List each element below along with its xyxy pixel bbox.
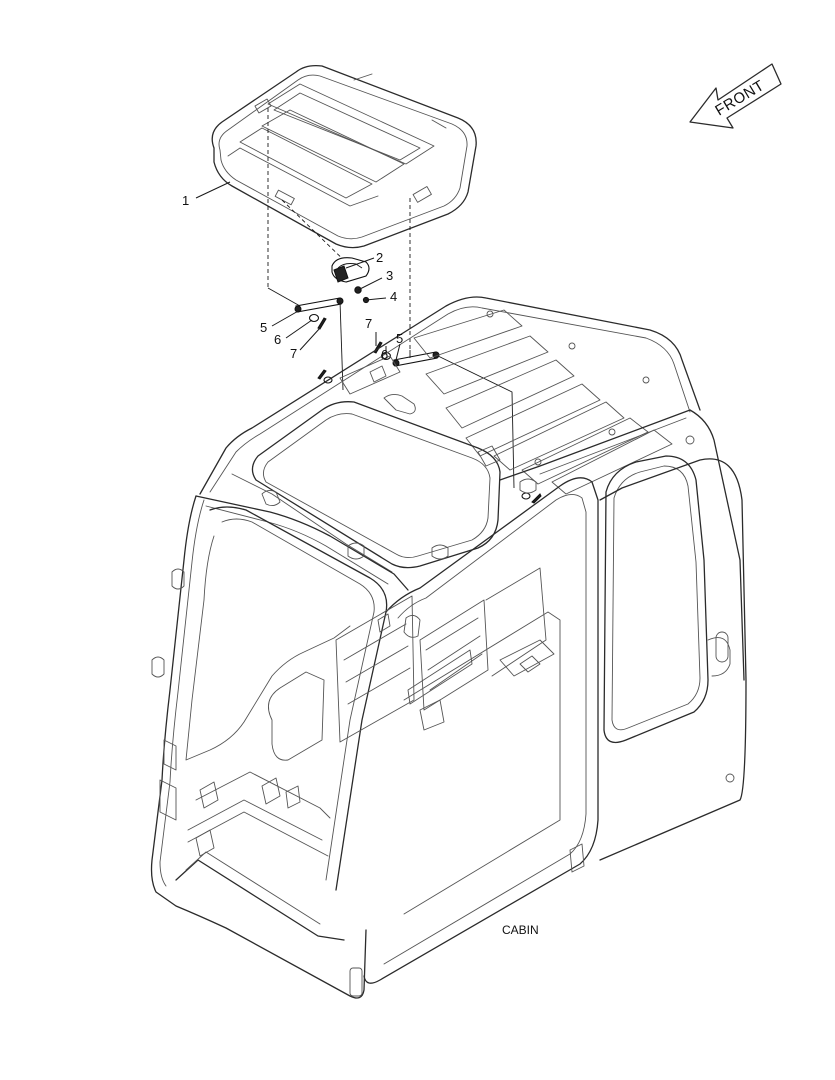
washers-and-pins (308, 313, 542, 504)
callout-1: 1 (182, 193, 189, 208)
callout-6-right: 6 (381, 347, 388, 362)
callout-6-left: 6 (274, 332, 281, 347)
callout-7-right: 7 (365, 316, 372, 331)
callout-leader-lines (195, 181, 401, 361)
cabin-body (150, 296, 747, 999)
callout-5-right: 5 (396, 331, 403, 346)
gas-strut-right (392, 350, 515, 489)
callout-labels: 1 2 3 4 5 6 7 7 6 5 (182, 193, 403, 362)
assembly-center-lines (267, 108, 411, 350)
roof-hatch-panel (211, 64, 477, 249)
callout-5-left: 5 (260, 320, 267, 335)
front-direction-arrow: FRONT (689, 63, 782, 129)
callout-3: 3 (386, 268, 393, 283)
callout-2: 2 (376, 250, 383, 265)
callout-7-left: 7 (290, 346, 297, 361)
diagram-caption: CABIN (502, 923, 539, 937)
roof-handle-part (331, 257, 370, 283)
gas-strut-left (267, 287, 344, 391)
callout-4: 4 (390, 289, 397, 304)
